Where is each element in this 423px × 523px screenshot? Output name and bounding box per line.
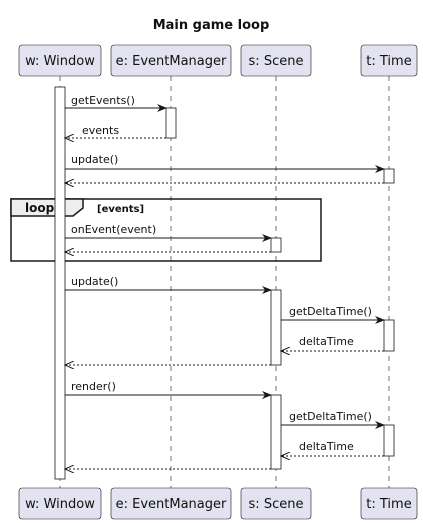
message-update-scene: update() — [65, 275, 272, 294]
activation-time-update — [383, 168, 395, 184]
activation-time-delta-1 — [383, 319, 395, 352]
message-delta-time-return-2-label: deltaTime — [299, 440, 354, 453]
message-get-delta-time-2-label: getDeltaTime() — [289, 410, 372, 423]
participant-window-label: w: Window — [25, 54, 95, 69]
participant-event-manager-bottom: e: EventManager — [110, 487, 232, 520]
activation-time-delta-2 — [383, 424, 395, 457]
participant-event-manager-bottom-label: e: EventManager — [116, 497, 227, 512]
message-update-time-label: update() — [71, 153, 118, 166]
participant-time-label: t: Time — [366, 54, 411, 69]
message-update-scene-label: update() — [71, 275, 118, 288]
participant-window-bottom: w: Window — [18, 487, 102, 520]
loop-guard: [events] — [97, 204, 144, 215]
participant-scene-bottom: s: Scene — [240, 487, 312, 520]
message-get-events: getEvents() — [65, 94, 167, 112]
participant-time-top: t: Time — [360, 44, 418, 77]
message-update-time: update() — [65, 153, 385, 173]
message-get-delta-time-1-label: getDeltaTime() — [289, 305, 372, 318]
activation-scene-update — [270, 289, 282, 366]
message-get-events-label: getEvents() — [71, 94, 135, 107]
activation-event-manager — [165, 107, 177, 139]
message-get-delta-time-1: getDeltaTime() — [281, 305, 385, 324]
message-delta-time-return-2: deltaTime — [281, 440, 384, 456]
diagram-title: Main game loop — [153, 18, 270, 33]
participant-time-bottom-label: t: Time — [366, 497, 411, 512]
activation-window — [54, 86, 66, 480]
participant-event-manager-top: e: EventManager — [110, 44, 232, 77]
message-delta-time-return-1-label: deltaTime — [299, 335, 354, 348]
participant-time-bottom: t: Time — [360, 487, 418, 520]
message-on-event: onEvent(event) — [65, 223, 272, 242]
message-get-delta-time-2: getDeltaTime() — [281, 410, 385, 429]
message-delta-time-return-1: deltaTime — [281, 335, 384, 351]
activation-scene-render — [270, 394, 282, 470]
participant-event-manager-label: e: EventManager — [116, 54, 227, 69]
message-render-label: render() — [71, 380, 116, 393]
participant-window-bottom-label: w: Window — [25, 497, 95, 512]
message-render: render() — [65, 380, 272, 399]
activation-scene-on-event — [270, 237, 282, 253]
participant-scene-top: s: Scene — [240, 44, 312, 77]
participant-window-top: w: Window — [18, 44, 102, 77]
message-events-return: events — [65, 124, 166, 138]
participant-scene-bottom-label: s: Scene — [249, 497, 304, 512]
message-events-return-label: events — [82, 124, 119, 137]
participant-scene-label: s: Scene — [249, 54, 304, 69]
loop-keyword: loop — [25, 201, 55, 215]
message-on-event-label: onEvent(event) — [71, 223, 156, 236]
